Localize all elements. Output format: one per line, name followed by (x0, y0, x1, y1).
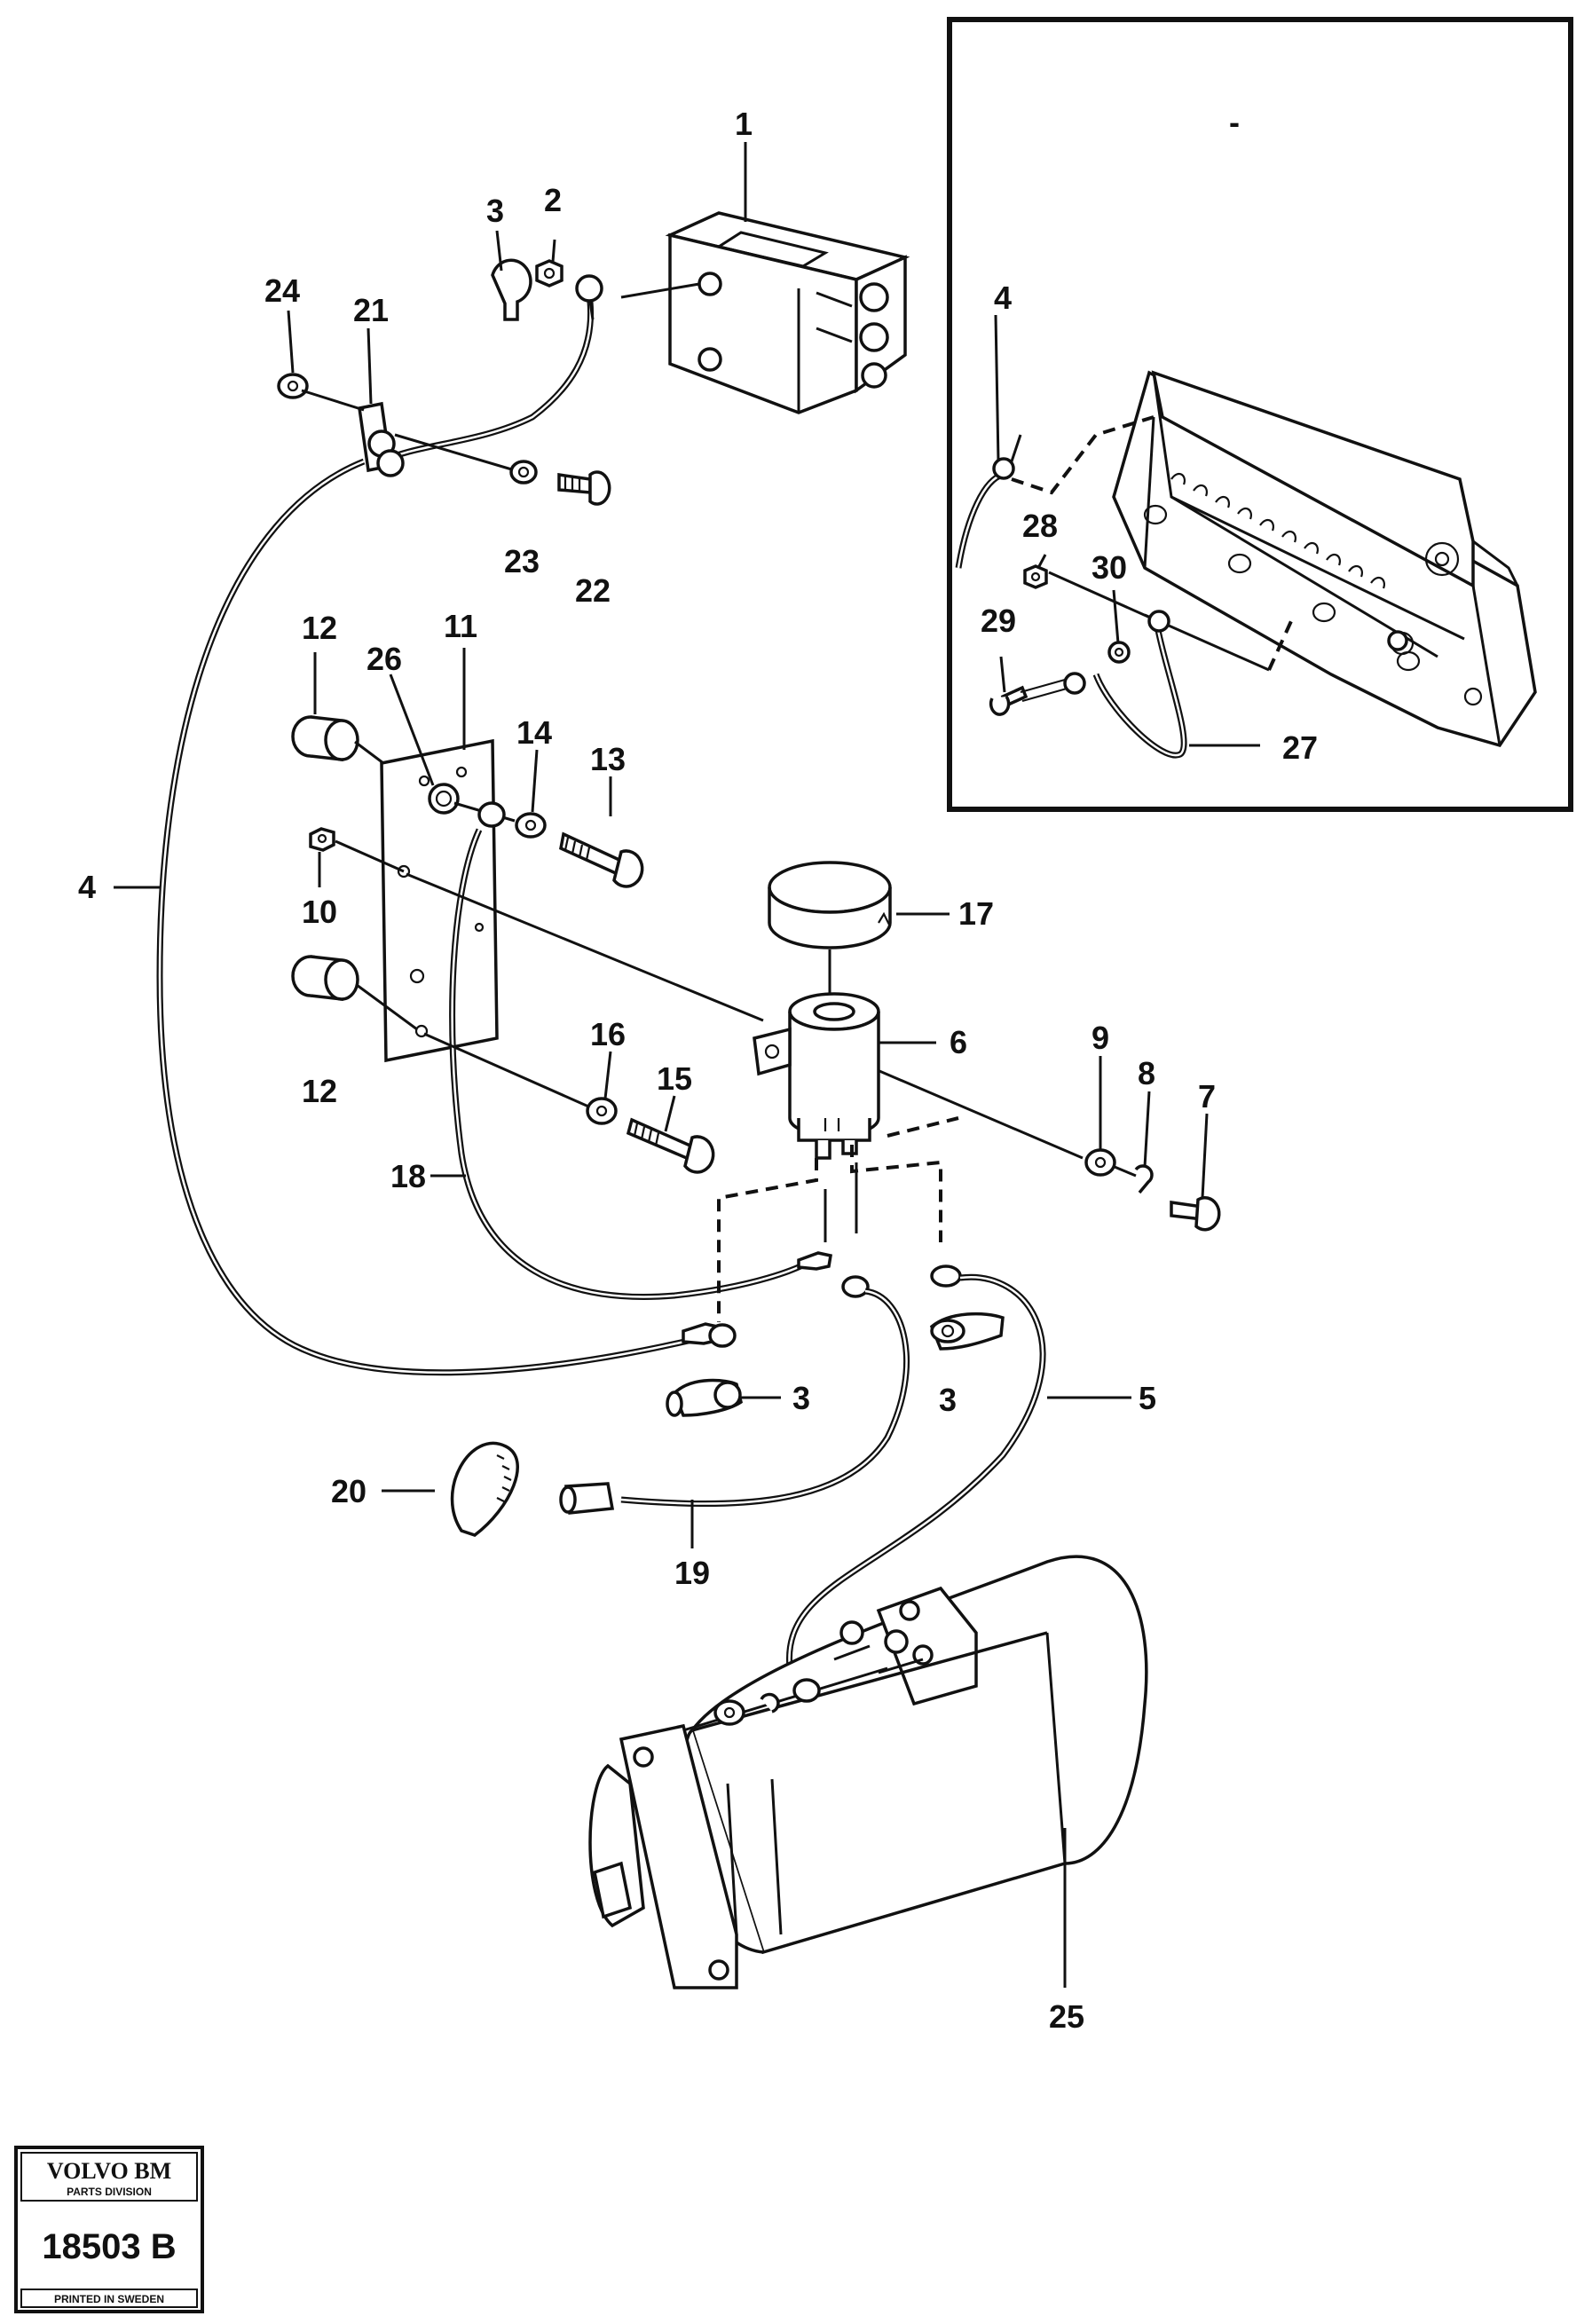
callout-5: 5 (1139, 1380, 1156, 1416)
part-2-nut (535, 259, 564, 288)
callout-4: 4 (78, 869, 96, 905)
callout-3-left: 3 (792, 1380, 810, 1416)
callout-28: 28 (1022, 508, 1058, 544)
callout-25: 25 (1049, 1998, 1084, 2035)
volvo-bm-stamp: VOLVO BM PARTS DIVISION 18503 B PRINTED … (14, 2146, 204, 2313)
part-13-bolt (559, 831, 644, 888)
part-3-terminal-boot-right (929, 1312, 1005, 1351)
starter-nut-washer (713, 1678, 821, 1726)
part-17-cap (768, 861, 892, 949)
callout-3-right: 3 (939, 1382, 957, 1418)
part-3-terminal-boot-left (666, 1378, 743, 1417)
stamp-brand: VOLVO BM (47, 2158, 171, 2184)
part-12-spacer-bottom (291, 955, 359, 1001)
part-11-plate (380, 738, 499, 1063)
callout-19: 19 (674, 1555, 710, 1591)
part-22-bolt (557, 470, 611, 506)
callout-23: 23 (504, 543, 540, 579)
part-9-washer (1084, 1148, 1116, 1177)
callout-10: 10 (302, 894, 337, 930)
part-24-washer (277, 373, 309, 399)
part-16-washer (586, 1097, 618, 1125)
callout-11: 11 (444, 608, 477, 644)
callout-8: 8 (1138, 1055, 1155, 1091)
callout-20: 20 (331, 1473, 366, 1509)
callout-9: 9 (1092, 1020, 1109, 1056)
callout-4-inset: 4 (994, 280, 1012, 316)
callout-12: 12 (302, 610, 337, 646)
inset-mark: - (1229, 104, 1240, 140)
callout-3: 3 (486, 193, 504, 229)
part-3-terminal-cover (491, 258, 532, 321)
part-12-spacer-top (291, 715, 359, 761)
callout-13: 13 (590, 741, 626, 777)
callout-6: 6 (950, 1024, 967, 1060)
exhaust-manifold (1112, 370, 1537, 748)
callout-27: 27 (1282, 729, 1318, 766)
callout-7: 7 (1198, 1078, 1216, 1115)
callout-29: 29 (981, 603, 1016, 639)
part-25-starter-motor (588, 1555, 1148, 1989)
callout-30: 30 (1092, 549, 1127, 586)
part-1-relay-box (665, 211, 910, 414)
part-19-cable-end (559, 1482, 615, 1515)
callout-22: 22 (575, 572, 611, 609)
part-23-washer (509, 460, 538, 484)
callout-21: 21 (353, 292, 389, 328)
callout-17: 17 (958, 895, 994, 932)
callout-2: 2 (544, 182, 562, 218)
callout-26: 26 (366, 641, 402, 677)
callout-15: 15 (657, 1060, 692, 1097)
stamp-number: 18503 B (42, 2227, 176, 2266)
inset-panel: - (947, 17, 1573, 812)
part-7-screw (1170, 1196, 1221, 1232)
part-10-nut (309, 827, 335, 852)
callout-18: 18 (390, 1158, 426, 1194)
callout-16: 16 (590, 1016, 626, 1052)
stamp-division: PARTS DIVISION (67, 2186, 152, 2198)
part-8-lock-washer (1134, 1164, 1154, 1194)
stamp-printed: PRINTED IN SWEDEN (54, 2293, 164, 2305)
part-6-solenoid (753, 992, 880, 1160)
callout-1: 1 (735, 106, 753, 142)
part-14-washer (515, 812, 547, 839)
part-15-bolt (626, 1117, 715, 1174)
callout-24: 24 (264, 272, 300, 309)
callout-12-lower: 12 (302, 1073, 337, 1109)
callout-14: 14 (516, 714, 552, 751)
part-21-clamp (358, 401, 405, 477)
part-20-clip (450, 1441, 519, 1537)
